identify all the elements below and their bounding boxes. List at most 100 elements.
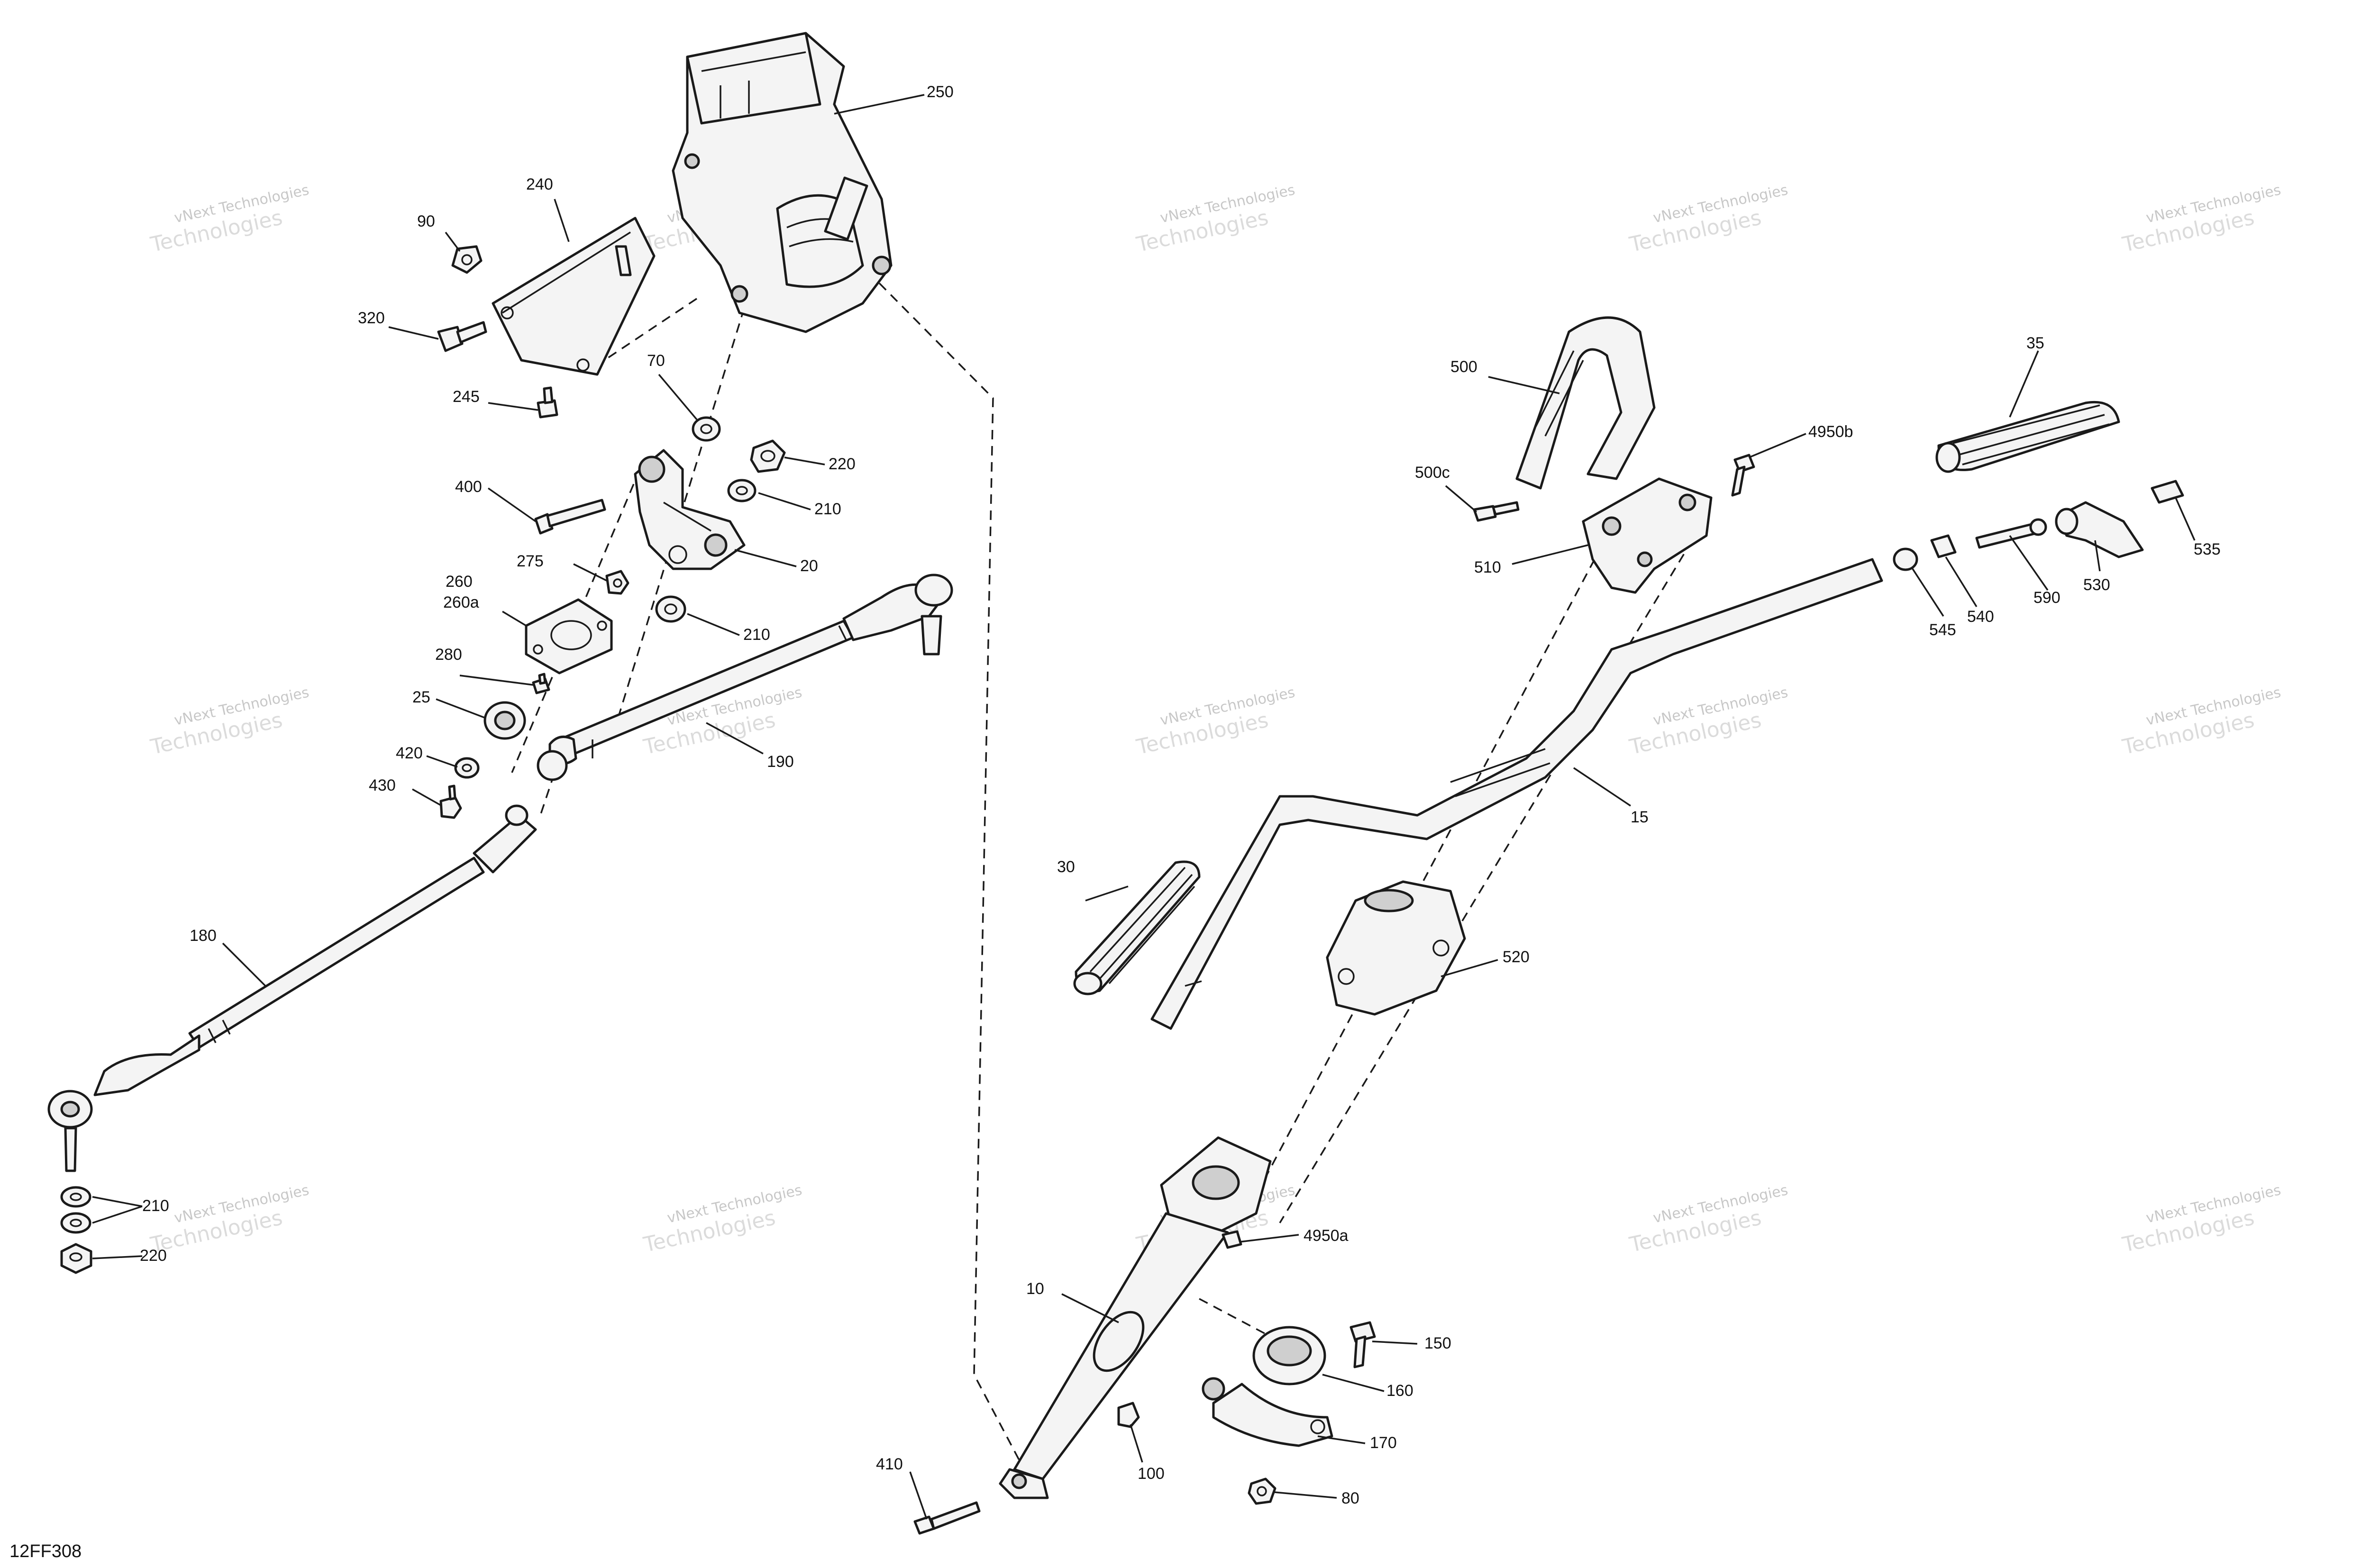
callout-4950a: 4950a [1304, 1227, 1349, 1245]
bracket-240 [492, 217, 656, 376]
callout-320: 320 [358, 309, 385, 327]
screw-4950a [1221, 1230, 1242, 1249]
watermark: vNext Technologies Technologies [1627, 182, 1789, 257]
watermark: vNext Technologies Technologies [1627, 684, 1789, 759]
callout-260: 260 [446, 573, 473, 591]
watermark: vNext Technologies Technologies [1627, 1182, 1789, 1257]
handle-500 [1515, 316, 1656, 490]
diagram-code: 12FF308 [9, 1541, 82, 1561]
callout-210-upper: 210 [814, 500, 841, 518]
callout-100: 100 [1138, 1465, 1165, 1483]
callout-35: 35 [2026, 334, 2044, 352]
washer-70 [692, 416, 721, 442]
callout-10: 10 [1026, 1280, 1044, 1298]
watermark: vNext Technologies Technologies [148, 1182, 310, 1257]
bushing-545 [1893, 547, 1918, 571]
assembly-lines [511, 179, 1693, 1460]
callout-260a: 260a [443, 593, 479, 611]
steering-column-10 [999, 1136, 1272, 1499]
watermark: vNext Technologies Technologies [148, 182, 310, 257]
bolt-150 [1349, 1321, 1376, 1368]
bolt-320 [437, 321, 487, 352]
callout-25: 25 [412, 688, 430, 706]
assembly-line [597, 298, 697, 366]
callout-15: 15 [1631, 808, 1649, 826]
callout-545: 545 [1929, 621, 1956, 639]
screw-500c [1473, 501, 1520, 522]
nut-275 [605, 570, 629, 595]
watermark: vNext Technologies Technologies [2120, 684, 2282, 759]
callout-400: 400 [455, 478, 482, 496]
washer-210-mid [655, 595, 686, 623]
bolt-280 [532, 673, 550, 694]
screw-245 [537, 386, 558, 419]
callout-250: 250 [927, 83, 954, 101]
callout-500: 500 [1450, 358, 1477, 376]
callout-520: 520 [1503, 948, 1530, 966]
watermark: vNext Technologies Technologies [2120, 182, 2282, 257]
nut-90 [451, 245, 483, 274]
callout-20: 20 [800, 557, 818, 575]
lower-clamp-520 [1326, 880, 1466, 1016]
callout-30: 30 [1057, 858, 1075, 876]
watermark: vNext Technologies Technologies [1134, 684, 1296, 759]
bearing-25 [483, 701, 526, 740]
callout-70: 70 [647, 352, 665, 370]
watermarks: vNext Technologies Technologies vNext Te… [148, 182, 2282, 1257]
handlebar-15 [1150, 558, 1883, 1030]
nut-220-upper [750, 439, 786, 473]
bolt-590 [1975, 518, 2047, 549]
callout-220-lower: 220 [140, 1247, 167, 1265]
clamp-170 [1202, 1377, 1333, 1447]
callout-210-mid: 210 [743, 626, 770, 644]
pitman-arm-20 [634, 449, 746, 570]
washer-210-upper [727, 479, 757, 502]
callout-420: 420 [396, 744, 423, 762]
callout-180: 180 [190, 927, 217, 945]
callout-170: 170 [1370, 1434, 1397, 1452]
bolt-410 [913, 1501, 981, 1535]
callout-190: 190 [767, 753, 794, 771]
callout-150: 150 [1424, 1334, 1451, 1352]
callout-410: 410 [876, 1455, 903, 1473]
callouts: 250 240 90 320 245 70 220 400 210 20 275… [140, 83, 2221, 1507]
assembly-line [1250, 545, 1603, 1204]
screw-4950b [1731, 454, 1755, 497]
bolt-400 [534, 499, 606, 535]
callout-220-upper: 220 [829, 455, 856, 473]
callout-510: 510 [1474, 558, 1501, 576]
steering-actuator-250 [672, 32, 893, 333]
callout-275: 275 [517, 552, 544, 570]
callout-160: 160 [1386, 1382, 1413, 1400]
callout-4950b: 4950b [1808, 423, 1853, 441]
callout-90: 90 [417, 212, 435, 230]
callout-500c: 500c [1415, 464, 1450, 482]
end-cap-530 [2055, 501, 2144, 558]
washer-210-lower-b [60, 1212, 91, 1234]
callout-210-lower: 210 [142, 1197, 169, 1215]
nut-430 [439, 784, 462, 819]
watermark: vNext Technologies Technologies [1134, 182, 1296, 257]
tie-rod-190 [537, 574, 953, 781]
bushing-160 [1252, 1326, 1326, 1386]
cap-535 [2151, 480, 2184, 504]
callout-535: 535 [2194, 540, 2221, 558]
callout-430: 430 [369, 776, 396, 794]
callout-240: 240 [526, 175, 553, 193]
clamp-510 [1582, 477, 1713, 594]
assembly-line [539, 758, 560, 816]
leader-lines [92, 94, 2196, 1520]
callout-590: 590 [2033, 589, 2060, 607]
insert-540 [1930, 534, 1957, 558]
grip-30 [1073, 860, 1201, 995]
tie-rod-180 [47, 804, 537, 1172]
nut-80 [1248, 1477, 1276, 1505]
washer-420 [454, 757, 480, 779]
nut-100 [1117, 1402, 1140, 1428]
assembly-line [776, 179, 1020, 1460]
callout-540: 540 [1967, 608, 1994, 626]
callout-280: 280 [435, 646, 462, 664]
grip-35 [1935, 401, 2120, 473]
watermark: vNext Technologies Technologies [641, 1182, 803, 1257]
